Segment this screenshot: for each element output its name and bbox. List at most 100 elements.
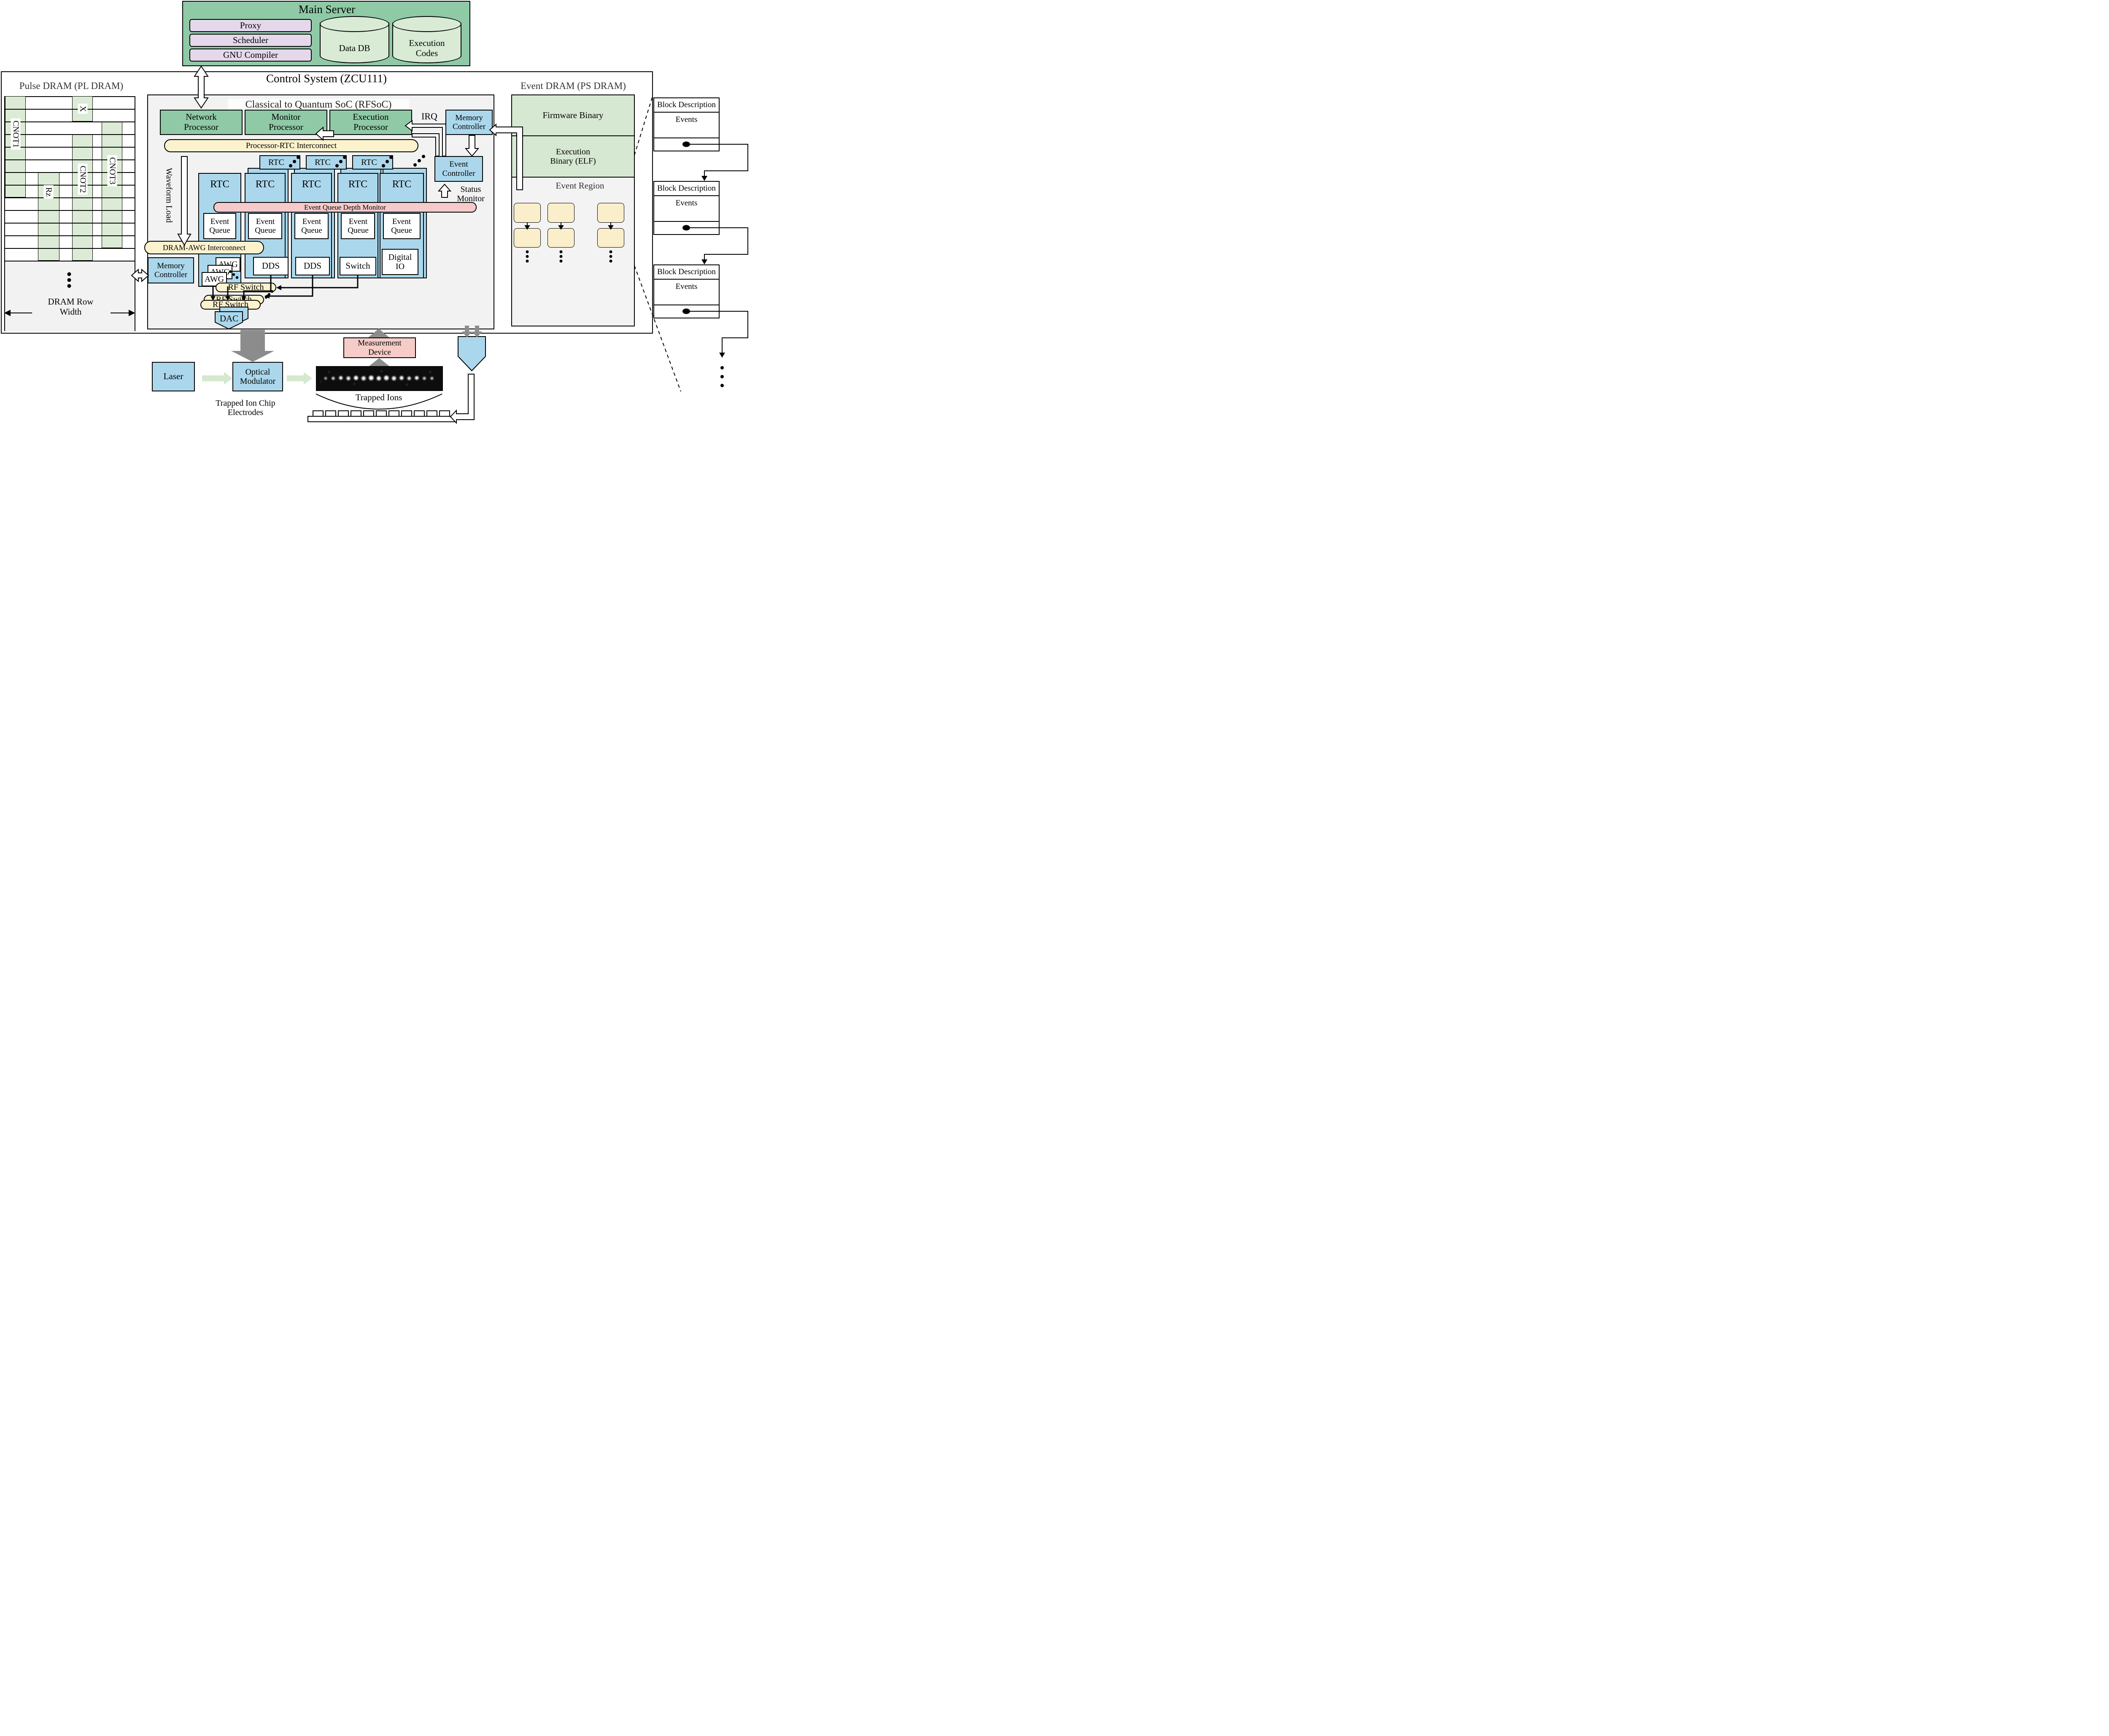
proxy-label: Proxy bbox=[240, 20, 262, 30]
event-queue-2-label: Event Queue bbox=[255, 217, 276, 235]
execution-processor-label: Execution Processor bbox=[353, 112, 389, 132]
switch-label: Switch bbox=[345, 261, 370, 271]
dds-1 bbox=[253, 257, 289, 275]
gnu-compiler-module bbox=[189, 49, 312, 62]
rtc-column-5-label: RTC bbox=[392, 178, 412, 190]
soc-title: Classical to Quantum SoC (RFSoC) bbox=[228, 99, 409, 111]
trapped-ions-image bbox=[316, 366, 443, 391]
event-queue-2 bbox=[248, 213, 282, 239]
switch-box bbox=[340, 257, 376, 275]
scheduler-label: Scheduler bbox=[233, 35, 268, 45]
scheduler-module bbox=[189, 34, 312, 47]
laser-label: Laser bbox=[163, 371, 183, 382]
memory-controller-left-label: Memory Controller bbox=[154, 261, 188, 279]
dds-2 bbox=[295, 257, 330, 275]
pulse-dram-title: Pulse DRAM (PL DRAM) bbox=[19, 81, 124, 92]
memory-controller-right-label: Memory Controller bbox=[452, 113, 486, 131]
event-controller-label: Event Controller bbox=[442, 160, 475, 178]
block-2: Block Description Events bbox=[653, 181, 720, 235]
irq-label: IRQ bbox=[421, 111, 437, 121]
event-queue-3-label: Event Queue bbox=[301, 217, 322, 235]
data-db-cylinder: Data DB bbox=[320, 16, 389, 64]
block-1-description: Block Description bbox=[654, 98, 719, 113]
laser-box bbox=[152, 362, 195, 391]
event-box-b1 bbox=[547, 203, 574, 223]
network-processor-label: Network Processor bbox=[184, 112, 218, 132]
event-queue-depth-monitor-label: Event Queue Depth Monitor bbox=[304, 203, 386, 211]
execution-processor bbox=[329, 110, 412, 135]
rtc-tab-3-label: RTC bbox=[315, 157, 331, 167]
slow-dac-label: Slow DAC bbox=[463, 339, 481, 358]
measurement-device-label: Measurement Device bbox=[358, 339, 402, 357]
gnu-compiler-label: GNU Compiler bbox=[223, 49, 278, 60]
block-1-events: Events bbox=[654, 113, 719, 138]
monitor-processor-label: Monitor Processor bbox=[269, 112, 303, 132]
rtc-tab-4-label: RTC bbox=[361, 157, 377, 167]
event-box-c1 bbox=[597, 203, 624, 223]
block-3-description: Block Description bbox=[654, 265, 719, 280]
optical-modulator-label: Optical Modulator bbox=[240, 367, 276, 386]
gate-label-x: X bbox=[78, 103, 88, 114]
event-box-c2 bbox=[597, 228, 624, 248]
event-queue-5 bbox=[383, 213, 421, 239]
digital-io-box bbox=[382, 249, 418, 275]
rtc-column-3-label: RTC bbox=[302, 178, 321, 190]
control-system-title: Control System (ZCU111) bbox=[266, 72, 387, 85]
data-db-label: Data DB bbox=[339, 43, 370, 54]
architecture-diagram: Main Server Control System (ZCU111) Puls… bbox=[0, 0, 755, 434]
laser-beam-arrow-2 bbox=[287, 372, 312, 385]
event-queue-4-label: Event Queue bbox=[348, 217, 369, 235]
soc-modulator-gray-arrow bbox=[231, 330, 274, 362]
rf-switch-back-label: RF Switch bbox=[228, 283, 264, 292]
rtc-column-4-label: RTC bbox=[348, 178, 368, 190]
block-3: Block Description Events bbox=[653, 264, 720, 318]
dram-awg-interconnect bbox=[144, 241, 264, 254]
event-region-label: Event Region bbox=[556, 181, 604, 191]
event-dram-title: Event DRAM (PS DRAM) bbox=[521, 81, 626, 92]
event-controller bbox=[434, 156, 483, 182]
awg-front-label: AWG bbox=[204, 274, 224, 284]
rf-switch-front-label: RF Switch bbox=[212, 300, 249, 310]
firmware-binary-label: Firmware Binary bbox=[542, 110, 604, 120]
processor-rtc-interconnect bbox=[164, 139, 418, 152]
status-monitor-label: Status Monitor bbox=[457, 184, 485, 203]
event-box-a1 bbox=[514, 203, 541, 223]
digital-io-label: Digital IO bbox=[388, 252, 412, 271]
waveform-load-label: Waveform Load bbox=[164, 168, 174, 223]
event-box-b2 bbox=[547, 228, 574, 248]
optical-modulator-box bbox=[232, 362, 283, 391]
dram-awg-interconnect-label: DRAM-AWG Interconnect bbox=[163, 243, 245, 252]
processor-rtc-interconnect-label: Processor-RTC Interconnect bbox=[245, 141, 337, 150]
execution-binary-box bbox=[511, 135, 635, 178]
rtc-tab-2-label: RTC bbox=[268, 157, 284, 167]
block-2-events: Events bbox=[654, 196, 719, 222]
firmware-binary-box bbox=[511, 94, 635, 136]
electrode-base bbox=[307, 416, 456, 422]
block-2-description: Block Description bbox=[654, 182, 719, 196]
block-3-events: Events bbox=[654, 280, 719, 305]
event-queue-5-label: Event Queue bbox=[391, 217, 412, 235]
memory-controller-right bbox=[445, 110, 493, 135]
rtc-column-1-label: RTC bbox=[210, 178, 229, 190]
execution-codes-cylinder: Execution Codes bbox=[392, 16, 461, 64]
event-box-a2 bbox=[514, 228, 541, 248]
gate-label-cnot1: CNOT1 bbox=[11, 118, 21, 150]
event-queue-1 bbox=[203, 213, 236, 239]
block-1: Block Description Events bbox=[653, 97, 720, 151]
event-queue-3 bbox=[294, 213, 329, 239]
event-queue-1-label: Event Queue bbox=[209, 217, 230, 235]
monitor-processor bbox=[245, 110, 327, 135]
dram-row-width-label: DRAM Row Width bbox=[48, 297, 94, 317]
dds-1-label: DDS bbox=[262, 261, 280, 271]
dds-2-label: DDS bbox=[303, 261, 321, 271]
event-queue-depth-monitor bbox=[213, 202, 477, 213]
execution-codes-label: Execution Codes bbox=[409, 38, 445, 58]
gate-label-cnot3: CNOT3 bbox=[107, 155, 117, 187]
proxy-module bbox=[189, 19, 312, 32]
event-queue-4 bbox=[341, 213, 375, 239]
electrodes-label: Trapped Ion Chip Electrodes bbox=[216, 398, 275, 417]
gate-label-cnot2: CNOT2 bbox=[78, 163, 88, 195]
network-processor bbox=[160, 110, 243, 135]
measurement-up-arrow-bottom bbox=[369, 358, 389, 366]
laser-beam-arrow-1 bbox=[202, 372, 232, 385]
